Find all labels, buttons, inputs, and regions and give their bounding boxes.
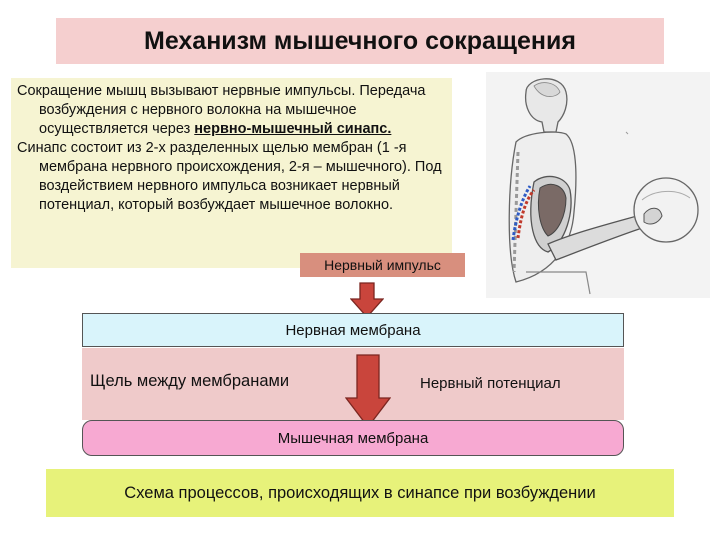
nerve-membrane-box: Нервная мембрана [82,313,624,347]
diagram-caption: Схема процессов, происходящих в синапсе … [46,469,674,517]
synapse-term: нервно-мышечный синапс. [194,121,392,137]
muscle-membrane-box: Мышечная мембрана [82,420,624,456]
down-arrow-icon [345,354,391,428]
synaptic-cleft-label: Щель между мембранами [90,372,290,390]
intro-p2-text: состоит из 2-х разделенных щелью мембран… [39,140,442,213]
intro-paragraph-2: Синапс состоит из 2-х разделенных щелью … [17,139,446,215]
intro-p1-text: Сокращение мышц вызывают нервные импульс… [17,83,426,137]
page-title: Механизм мышечного сокращения [56,18,664,64]
nerve-potential-label: Нервный потенциал [420,375,561,392]
intro-paragraph-1: Сокращение мышц вызывают нервные импульс… [17,82,446,139]
nerve-impulse-label: Нервный импульс [300,253,465,277]
synapse-lead: Синапс [17,140,67,156]
arm-illustration-svg [508,78,699,295]
arm-muscle-nerve-illustration [486,72,710,298]
intro-text-box: Сокращение мышц вызывают нервные импульс… [11,78,452,268]
down-arrow-icon [350,282,384,318]
